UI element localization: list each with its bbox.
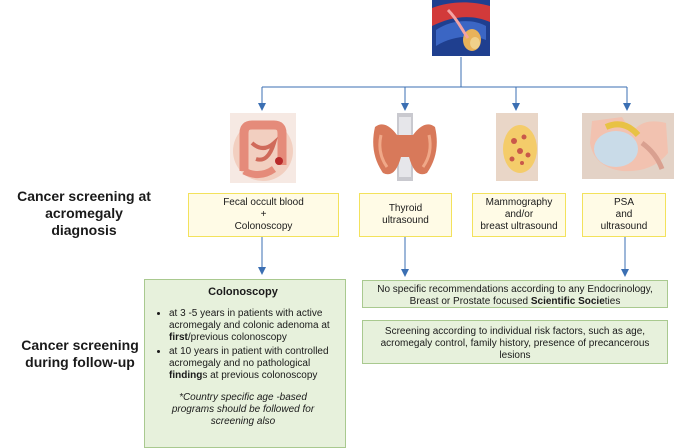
colonoscopy-box: Colonoscopy at 3 -5 years in patients wi… bbox=[144, 279, 346, 448]
list-item: at 10 years in patient with controlled a… bbox=[169, 346, 337, 382]
row-label-followup: Cancer screening during follow-up bbox=[21, 337, 139, 370]
colonoscopy-title: Colonoscopy bbox=[208, 286, 278, 298]
prostate-icon bbox=[582, 113, 674, 179]
row-label-diagnosis: Cancer screening at acromegaly diagnosis bbox=[17, 188, 151, 238]
colonoscopy-note: *Country specific age -based programs sh… bbox=[171, 392, 315, 427]
screening-breast-box: Mammography and/or breast ultrasound bbox=[472, 193, 566, 237]
individual-risk-box: Screening according to individual risk f… bbox=[362, 320, 668, 364]
thyroid-icon bbox=[373, 113, 437, 181]
colonoscopy-list: at 3 -5 years in patients with active ac… bbox=[149, 308, 337, 382]
screening-prostate-box: PSA and ultrasound bbox=[582, 193, 666, 237]
no-specific-box: No specific recommendations according to… bbox=[362, 280, 668, 308]
pituitary-icon bbox=[432, 0, 490, 56]
colon-icon bbox=[230, 113, 296, 183]
screening-colon-box: Fecal occult blood + Colonoscopy bbox=[188, 193, 339, 237]
breast-icon bbox=[496, 113, 538, 181]
screening-thyroid-box: Thyroid ultrasound bbox=[359, 193, 452, 237]
list-item: at 3 -5 years in patients with active ac… bbox=[169, 308, 337, 344]
